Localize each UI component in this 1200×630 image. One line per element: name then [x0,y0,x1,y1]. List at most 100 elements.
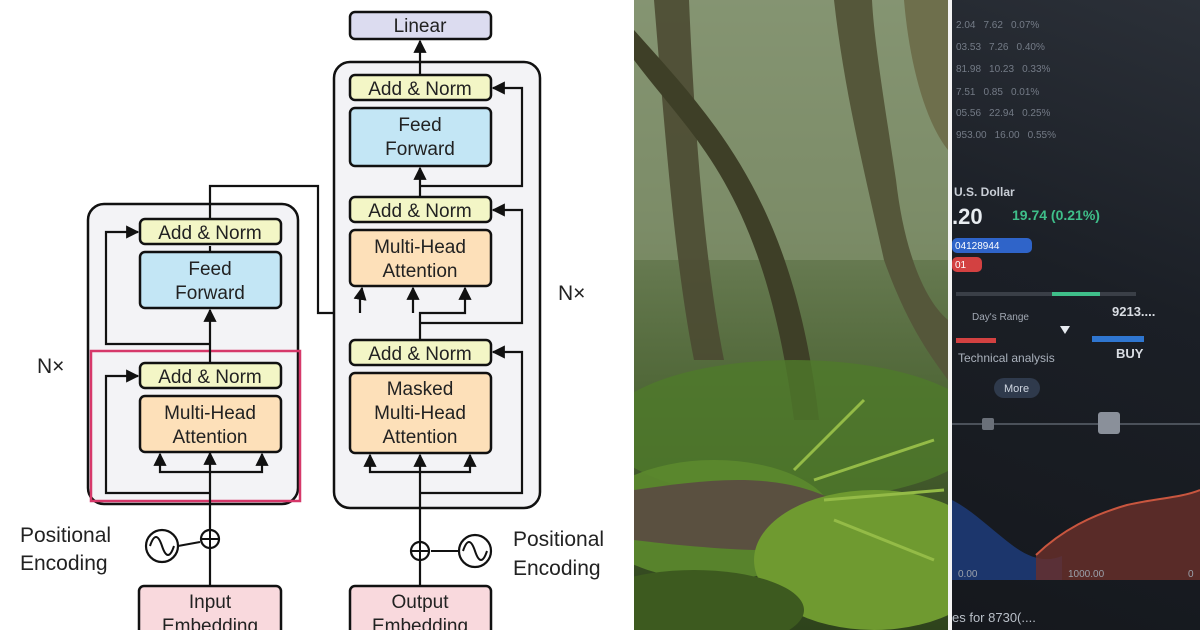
finance-range-label: Day's Range [972,312,1029,323]
decoder-positional-label-line2: Encoding [513,557,601,580]
finance-currency-label: U.S. Dollar [954,185,1015,199]
output-embedding-label-line1: Output [391,592,449,613]
finance-value-label: 9213.... [1112,304,1155,319]
encoder-attention-label-line2: Attention [173,427,248,448]
encoder-add-norm-top: Add & Norm [138,217,283,246]
encoder-add-norm-bottom: Add & Norm [138,361,283,390]
finance-row-b: 7.62 [983,20,1003,31]
input-embedding-label-line1: Input [189,592,232,613]
encoder-positional-adder [199,528,221,550]
decoder-add-norm-top: Add & Norm [348,73,493,102]
encoder-connections [104,184,424,585]
decoder-repeat-label: N× [558,282,585,305]
finance-row-b: 16.00 [995,130,1020,141]
decoder-feed-forward: Feed Forward [348,106,493,168]
decoder-cross-attention-label-line1: Multi-Head [374,237,466,258]
finance-axis-right: 0 [1188,569,1194,580]
decoder-add-norm-bottom-label: Add & Norm [368,344,471,365]
decoder-add-norm-middle: Add & Norm [348,195,493,224]
svg-text:03.537.260.40%: 03.53 7.26 0.40% [956,42,1045,53]
decoder-feed-forward-label-line1: Feed [398,115,441,136]
finance-triangle-marker-icon [1060,326,1070,334]
decoder-positional-label-line1: Positional [513,528,604,551]
encoder-attention-highlight-box [89,349,302,503]
encoder-multi-head-attention: Multi-Head Attention [138,394,283,454]
finance-slider-handle[interactable] [982,418,994,430]
finance-blue-badge-text: 04128944 [955,241,1000,252]
decoder-cross-attention: Multi-Head Attention [348,228,493,288]
finance-more-label: More [1004,383,1029,395]
decoder-masked-label-line2: Multi-Head [374,403,466,424]
linear-block: Linear [348,10,493,41]
encoder-repeat-label: N× [37,355,64,378]
encoder-positional-label-line2: Encoding [20,552,108,575]
decoder-masked-label-line3: Attention [383,427,458,448]
forest-illustration [634,0,948,630]
finance-range-fill [1052,292,1100,296]
finance-row-a: 7.51 [956,87,976,98]
linear-label: Linear [394,16,447,37]
finance-footer-text: es for 8730(.... [952,610,1036,625]
finance-slider-handle[interactable] [1098,412,1120,434]
finance-row-a: 05.56 [956,108,981,119]
finance-analysis-sell-bar [956,338,996,343]
decoder-masked-attention: Masked Multi-Head Attention [348,371,493,455]
encoder-sine-wave-icon [144,528,201,564]
finance-buy-label: BUY [1116,346,1144,361]
finance-row-b: 7.26 [989,42,1009,53]
svg-text:7.510.850.01%: 7.51 0.85 0.01% [956,87,1039,98]
output-embedding-block: Output Embedding [348,584,493,630]
finance-row-b: 10.23 [989,64,1014,75]
encoder-add-norm-bottom-label: Add & Norm [158,367,261,388]
finance-row-a: 03.53 [956,42,981,53]
decoder-sine-wave-icon [431,533,493,569]
forest-photo [634,0,948,630]
encoder-stack-frame [86,202,300,506]
finance-axis-left: 0.00 [958,569,978,580]
svg-text:2.047.620.07%: 2.04 7.62 0.07% [956,20,1039,31]
finance-app-photo: 2.04 7.62 0.07% 03.53 7.26 0.40% 81.98 10.23 0… [952,0,1200,630]
finance-chart-red-line [1035,489,1200,556]
finance-blue-badge [952,238,1032,253]
encoder-feed-forward-label-line1: Feed [188,259,231,280]
finance-row-c: 0.01% [1011,87,1039,98]
finance-row-a: 953.00 [956,130,987,141]
decoder-positional-adder [409,540,431,562]
finance-chart-red-area [1036,490,1200,580]
finance-row-b: 0.85 [983,87,1003,98]
finance-row-c: 0.07% [1011,20,1039,31]
finance-analysis-label: Technical analysis [958,351,1055,365]
encoder-add-norm-top-label: Add & Norm [158,223,261,244]
encoder-positional-label-line1: Positional [20,524,111,547]
finance-row-c: 0.25% [1022,108,1050,119]
decoder-add-norm-middle-label: Add & Norm [368,201,471,222]
input-embedding-label-line2: Embedding [162,616,258,630]
finance-screen: 2.04 7.62 0.07% 03.53 7.26 0.40% 81.98 10.23 0… [952,20,1200,625]
decoder-add-norm-bottom: Add & Norm [348,338,493,367]
output-embedding-label-line2: Embedding [372,616,468,630]
finance-row-a: 81.98 [956,64,981,75]
encoder-feed-forward-label-line2: Forward [175,283,245,304]
decoder-add-norm-top-label: Add & Norm [368,79,471,100]
encoder-attention-label-line1: Multi-Head [164,403,256,424]
decoder-masked-label-line1: Masked [387,379,454,400]
finance-row-b: 22.94 [989,108,1014,119]
finance-row-c: 0.33% [1022,64,1050,75]
finance-change: 19.74 (0.21%) [1012,207,1100,223]
finance-chart-blue-area [952,500,1062,580]
finance-row-c: 0.40% [1017,42,1045,53]
panel-divider [948,0,952,630]
transformer-architecture-diagram: Add & Norm Feed Forward Add & Norm Multi… [20,10,605,630]
finance-more-button[interactable] [994,378,1040,398]
encoder-feed-forward: Feed Forward [138,250,283,310]
finance-price: .20 [952,204,983,229]
finance-row-c: 0.55% [1028,130,1056,141]
input-embedding-block: Input Embedding [137,584,283,630]
finance-red-badge-text: 01 [955,260,967,271]
decoder-connections [353,39,524,585]
finance-row-a: 2.04 [956,20,976,31]
finance-red-badge [952,257,982,272]
finance-axis-mid: 1000.00 [1068,569,1105,580]
